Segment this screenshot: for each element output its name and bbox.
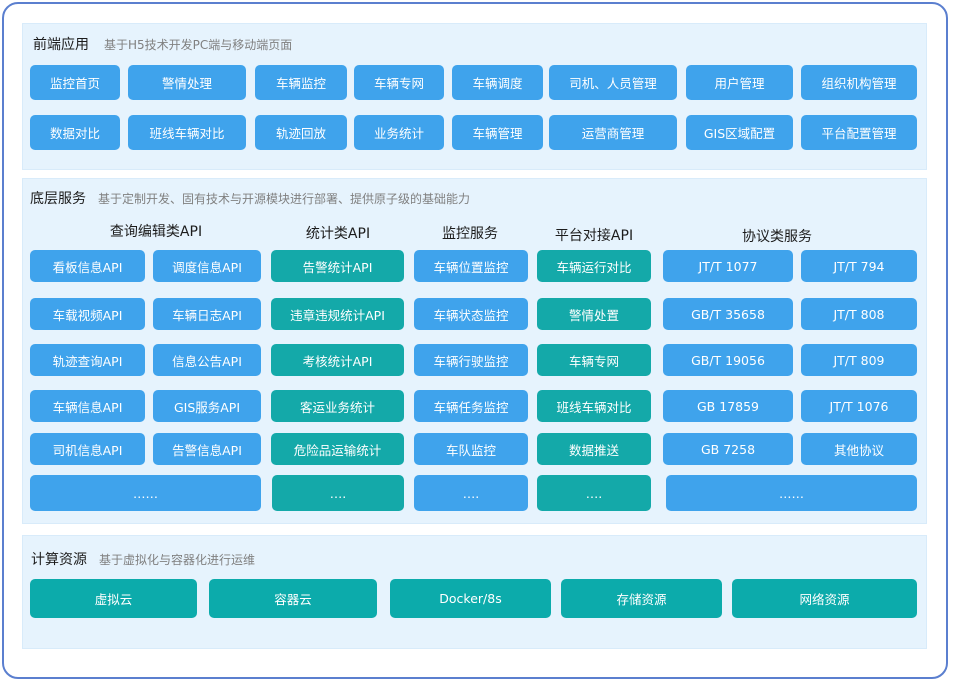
compute-resource-button[interactable]: Docker/8s — [390, 579, 551, 618]
frontend-app-button[interactable]: 车辆调度 — [452, 65, 543, 100]
monitor-service-button[interactable]: 车辆状态监控 — [414, 298, 528, 330]
stats-api-button[interactable]: 违章违规统计API — [271, 298, 404, 330]
stats-api-button[interactable]: 告警统计API — [271, 250, 404, 282]
compute-resource-button[interactable]: 虚拟云 — [30, 579, 197, 618]
protocol-button[interactable]: GB/T 19056 — [663, 344, 793, 376]
compute-resource-button[interactable]: 容器云 — [209, 579, 377, 618]
header-protocol-service: 协议类服务 — [742, 229, 812, 245]
more-button[interactable]: …… — [30, 475, 261, 511]
monitor-service-button[interactable]: 车辆任务监控 — [414, 390, 528, 422]
query-api-button[interactable]: 轨迹查询API — [30, 344, 145, 376]
more-button[interactable]: …. — [537, 475, 651, 511]
frontend-app-button[interactable]: 业务统计 — [354, 115, 444, 150]
frontend-app-button[interactable]: 司机、人员管理 — [549, 65, 677, 100]
query-api-button[interactable]: 车辆日志API — [153, 298, 261, 330]
protocol-button[interactable]: 其他协议 — [801, 433, 917, 465]
frontend-app-button[interactable]: 车辆监控 — [255, 65, 347, 100]
frontend-app-button[interactable]: GIS区域配置 — [686, 115, 793, 150]
compute-resource-button[interactable]: 存储资源 — [561, 579, 722, 618]
compute-title: 计算资源 — [31, 552, 87, 568]
service-subtitle: 基于定制开发、固有技术与开源模块进行部署、提供原子级的基础能力 — [98, 192, 471, 206]
compute-resource-button[interactable]: 网络资源 — [732, 579, 917, 618]
monitor-service-button[interactable]: 车辆行驶监控 — [414, 344, 528, 376]
query-api-button[interactable]: 调度信息API — [153, 250, 261, 282]
platform-api-button[interactable]: 警情处置 — [537, 298, 651, 330]
protocol-button[interactable]: GB/T 35658 — [663, 298, 793, 330]
protocol-button[interactable]: JT/T 1077 — [663, 250, 793, 282]
frontend-app-button[interactable]: 警情处理 — [128, 65, 246, 100]
frontend-app-button[interactable]: 车辆管理 — [452, 115, 543, 150]
query-api-button[interactable]: GIS服务API — [153, 390, 261, 422]
platform-api-button[interactable]: 班线车辆对比 — [537, 390, 651, 422]
frontend-app-button[interactable]: 监控首页 — [30, 65, 120, 100]
platform-api-button[interactable]: 数据推送 — [537, 433, 651, 465]
frontend-app-button[interactable]: 轨迹回放 — [255, 115, 347, 150]
frontend-subtitle: 基于H5技术开发PC端与移动端页面 — [104, 38, 293, 52]
stats-api-button[interactable]: 考核统计API — [271, 344, 404, 376]
more-button[interactable]: …. — [272, 475, 404, 511]
query-api-button[interactable]: 告警信息API — [153, 433, 261, 465]
protocol-button[interactable]: JT/T 794 — [801, 250, 917, 282]
header-platform-api: 平台对接API — [554, 228, 634, 244]
frontend-app-button[interactable]: 平台配置管理 — [801, 115, 917, 150]
query-api-button[interactable]: 车载视频API — [30, 298, 145, 330]
header-monitor-service: 监控服务 — [442, 226, 498, 242]
monitor-service-button[interactable]: 车辆位置监控 — [414, 250, 528, 282]
stats-api-button[interactable]: 客运业务统计 — [271, 390, 404, 422]
query-api-button[interactable]: 看板信息API — [30, 250, 145, 282]
frontend-app-button[interactable]: 用户管理 — [686, 65, 793, 100]
header-query-api: 查询编辑类API — [109, 224, 203, 240]
more-button[interactable]: …… — [666, 475, 917, 511]
more-button[interactable]: …. — [414, 475, 528, 511]
monitor-service-button[interactable]: 车队监控 — [414, 433, 528, 465]
platform-api-button[interactable]: 车辆专网 — [537, 344, 651, 376]
frontend-app-button[interactable]: 数据对比 — [30, 115, 120, 150]
protocol-button[interactable]: JT/T 1076 — [801, 390, 917, 422]
compute-subtitle: 基于虚拟化与容器化进行运维 — [99, 553, 256, 567]
frontend-title: 前端应用 — [33, 37, 89, 53]
query-api-button[interactable]: 司机信息API — [30, 433, 145, 465]
protocol-button[interactable]: GB 17859 — [663, 390, 793, 422]
query-api-button[interactable]: 车辆信息API — [30, 390, 145, 422]
protocol-button[interactable]: JT/T 808 — [801, 298, 917, 330]
protocol-button[interactable]: GB 7258 — [663, 433, 793, 465]
frontend-app-button[interactable]: 运营商管理 — [549, 115, 677, 150]
service-title: 底层服务 — [30, 191, 86, 207]
frontend-app-button[interactable]: 组织机构管理 — [801, 65, 917, 100]
protocol-button[interactable]: JT/T 809 — [801, 344, 917, 376]
frontend-app-button[interactable]: 班线车辆对比 — [128, 115, 246, 150]
stats-api-button[interactable]: 危险品运输统计 — [271, 433, 404, 465]
platform-api-button[interactable]: 车辆运行对比 — [537, 250, 651, 282]
frontend-app-button[interactable]: 车辆专网 — [354, 65, 444, 100]
query-api-button[interactable]: 信息公告API — [153, 344, 261, 376]
header-stats-api: 统计类API — [305, 226, 371, 242]
